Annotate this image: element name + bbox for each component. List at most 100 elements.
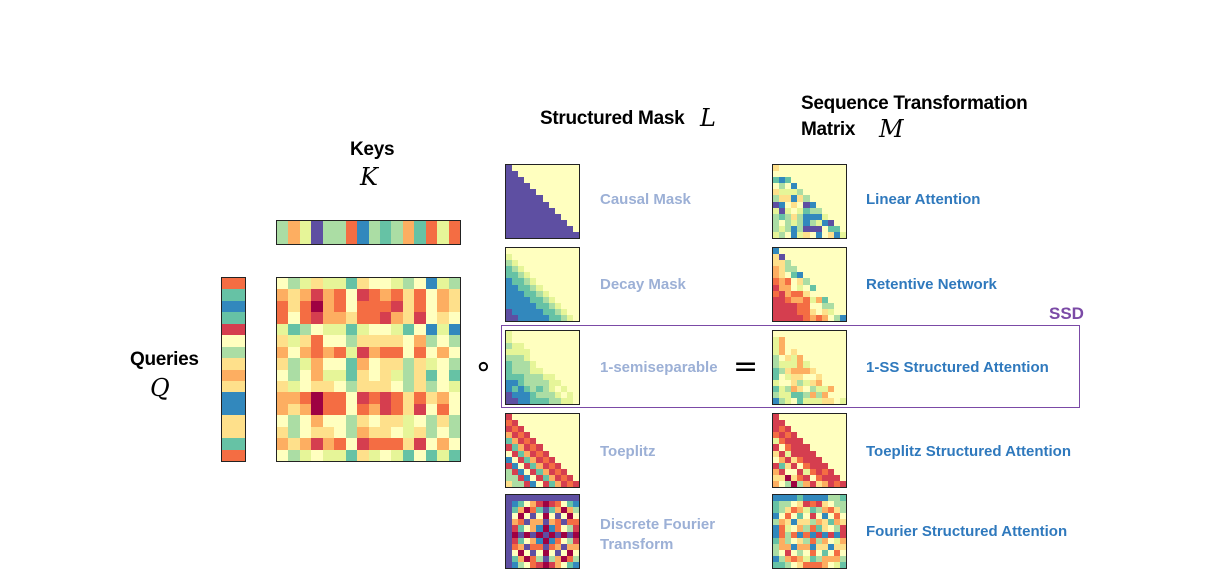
mask-cell [512, 278, 519, 285]
attention-cell [803, 337, 810, 344]
mask-cell [542, 231, 549, 238]
mask-cell [506, 519, 513, 526]
attention-cell [803, 171, 810, 178]
attention-cell [839, 426, 846, 433]
mask-cell [536, 456, 543, 463]
attention-cell [839, 555, 846, 562]
attention-cell [803, 507, 810, 514]
attention-cell [833, 225, 840, 232]
attention-cell [821, 379, 828, 386]
mask-cell [518, 513, 525, 520]
attention-cell [809, 561, 816, 568]
mask-cell [572, 373, 579, 380]
mask-cell [560, 456, 567, 463]
equals-operator: = [733, 349, 759, 384]
qk-cell [391, 358, 403, 370]
attention-cell [815, 468, 822, 475]
mask-cell [506, 549, 513, 556]
attention-cell [803, 254, 810, 261]
hadamard-operator: ∘ [474, 349, 493, 384]
attention-cell [785, 361, 792, 368]
mask-cell [572, 462, 579, 469]
attention-cell [803, 302, 810, 309]
mask-cell [566, 444, 573, 451]
mask-cell [566, 549, 573, 556]
attention-cell [779, 296, 786, 303]
attention-cell [785, 379, 792, 386]
attention-cell [785, 207, 792, 214]
qk-cell [448, 403, 460, 416]
mask-cell [524, 177, 531, 184]
mask-cell [524, 361, 531, 368]
mask-cell [506, 537, 513, 544]
mask-cell [512, 420, 519, 427]
attention-cell [827, 296, 834, 303]
key-cell [448, 221, 460, 244]
attention-cell [839, 462, 846, 469]
mask-cell [530, 302, 537, 309]
mask-cell [542, 165, 549, 172]
qk-cell [437, 415, 449, 427]
attention-cell [803, 549, 810, 556]
mask-cell [560, 231, 567, 238]
attention-cell [785, 177, 792, 184]
mask-cell [542, 468, 549, 475]
qk-cell [437, 426, 449, 439]
attention-cell [815, 385, 822, 392]
attention-cell [815, 462, 822, 469]
qk-cell [357, 403, 369, 416]
attention-cell [779, 314, 786, 321]
mask-cell [554, 561, 561, 568]
mask-cell [542, 201, 549, 208]
attention-cell [809, 507, 816, 514]
attention-cell [827, 219, 834, 226]
attention-cell [773, 189, 780, 196]
mask-cell [572, 525, 579, 532]
ssd-label: SSD [1049, 304, 1084, 323]
attention-cell [815, 308, 822, 315]
attention-cell [785, 248, 792, 255]
attention-cell [821, 367, 828, 374]
qk-cell [311, 335, 323, 347]
mask-cell [536, 513, 543, 520]
mask-cell [512, 225, 519, 232]
attention-cell [821, 456, 828, 463]
attention-cell [803, 432, 810, 439]
attention-cell [815, 219, 822, 226]
attention-cell [839, 373, 846, 380]
mask-cell [566, 432, 573, 439]
mask-cell [566, 379, 573, 386]
attention-cell [797, 201, 804, 208]
attention-cell [809, 308, 816, 315]
mask-cell [554, 537, 561, 544]
toeplitz-attention-matrix [772, 413, 847, 488]
attention-cell [779, 507, 786, 514]
mask-cell [548, 171, 555, 178]
mask-cell [560, 278, 567, 285]
attention-cell [815, 519, 822, 526]
mask-cell [560, 444, 567, 451]
attention-cell [785, 171, 792, 178]
attention-cell [833, 248, 840, 255]
attention-cell [779, 177, 786, 184]
mask-cell [566, 254, 573, 261]
mask-cell [542, 444, 549, 451]
attention-cell [833, 183, 840, 190]
mask-cell [524, 379, 531, 386]
attention-cell [827, 207, 834, 214]
attention-cell [803, 438, 810, 445]
attention-cell [791, 525, 798, 532]
qk-cell [379, 449, 392, 461]
qk-cell [277, 426, 289, 439]
fourier-attention-matrix [772, 494, 847, 569]
mask-cell [542, 438, 549, 445]
attention-cell [803, 183, 810, 190]
mask-cell [554, 519, 561, 526]
mask-cell [566, 349, 573, 356]
attention-cell [833, 349, 840, 356]
attention-cell [839, 397, 846, 404]
attention-cell [809, 438, 816, 445]
mask-cell [572, 290, 579, 297]
mask-cell [530, 495, 537, 502]
mask-cell [518, 284, 525, 291]
